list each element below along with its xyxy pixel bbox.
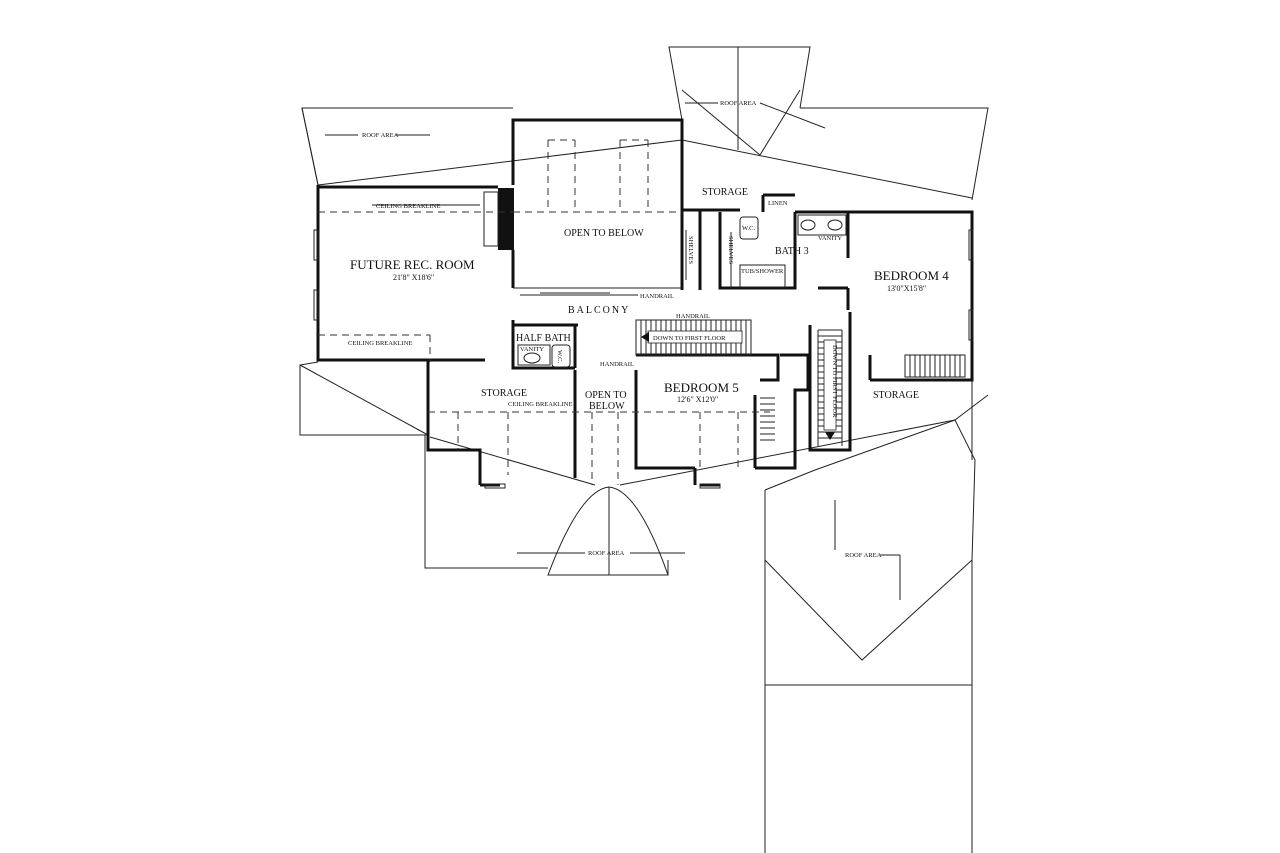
label-shelves-right: SHELVES xyxy=(727,236,734,264)
roof-arrows xyxy=(325,102,901,600)
label-open-to-line1: OPEN TO xyxy=(585,390,627,401)
label-down-to-first-floor-h: DOWN TO FIRST FLOOR xyxy=(653,335,726,342)
labels: ROOF AREA ROOF AREA ROOF AREA ROOF AREA … xyxy=(348,100,949,559)
windows xyxy=(313,229,974,489)
label-open-to-below: OPEN TO BELOW xyxy=(564,228,644,239)
label-open-to-line2: BELOW xyxy=(589,401,625,412)
stair-vertical xyxy=(817,329,843,446)
label-bedroom-4-dims: 13'0"X15'8" xyxy=(887,284,926,293)
label-handrail-stair: HANDRAIL xyxy=(676,313,710,320)
label-balcony: BALCONY xyxy=(568,305,630,316)
label-roof-area-top: ROOF AREA xyxy=(720,100,757,107)
label-shelves-left: SHELVES xyxy=(687,236,694,264)
label-handrail-balcony: HANDRAIL xyxy=(640,293,674,300)
label-roof-area-bottom-right: ROOF AREA xyxy=(845,552,882,559)
arrow-down-icon xyxy=(825,432,835,440)
label-storage-right: STORAGE xyxy=(873,390,919,401)
label-bedroom-4: BEDROOM 4 xyxy=(874,268,949,283)
label-bedroom-5-dims: 12'6" X12'0" xyxy=(677,395,718,404)
label-ceiling-breakline-top: CEILING BREAKLINE xyxy=(376,203,440,210)
ceiling-breaklines xyxy=(318,139,770,485)
arrow-left-icon xyxy=(641,332,649,342)
label-vanity-bath3: VANITY xyxy=(818,235,842,242)
label-storage-top: STORAGE xyxy=(702,187,748,198)
label-roof-area-top-left: ROOF AREA xyxy=(362,132,399,139)
label-roof-area-bottom: ROOF AREA xyxy=(588,550,625,557)
label-handrail-open: HANDRAIL xyxy=(600,361,634,368)
label-half-bath: HALF BATH xyxy=(516,333,571,344)
closet-bedroom-5 xyxy=(760,397,775,441)
walls xyxy=(316,118,974,487)
fixtures xyxy=(517,214,847,368)
label-down-to-first-floor-v: DOWN TO FIRST FLOOR xyxy=(831,345,838,418)
label-future-rec-room: FUTURE REC. ROOM xyxy=(350,257,475,272)
roof-outlines xyxy=(299,46,989,853)
label-wc-half-bath: W.C. xyxy=(556,350,563,363)
label-wc-bath3: W.C. xyxy=(742,225,755,232)
label-tub-shower: TUB/SHOWER xyxy=(741,268,784,275)
label-ceiling-breakline-left: CEILING BREAKLINE xyxy=(348,340,412,347)
label-ceiling-breakline-storage: CEILING BREAKLINE xyxy=(508,401,572,408)
label-future-rec-room-dims: 21'8" X18'6" xyxy=(393,273,434,282)
label-storage-left: STORAGE xyxy=(481,388,527,399)
label-vanity-half-bath: VANITY xyxy=(520,346,544,353)
shelving-storage-right xyxy=(904,354,966,378)
stair-horizontal xyxy=(635,319,752,356)
label-linen: LINEN xyxy=(768,200,788,207)
label-bedroom-5: BEDROOM 5 xyxy=(664,380,739,395)
label-bath-3: BATH 3 xyxy=(775,246,809,257)
